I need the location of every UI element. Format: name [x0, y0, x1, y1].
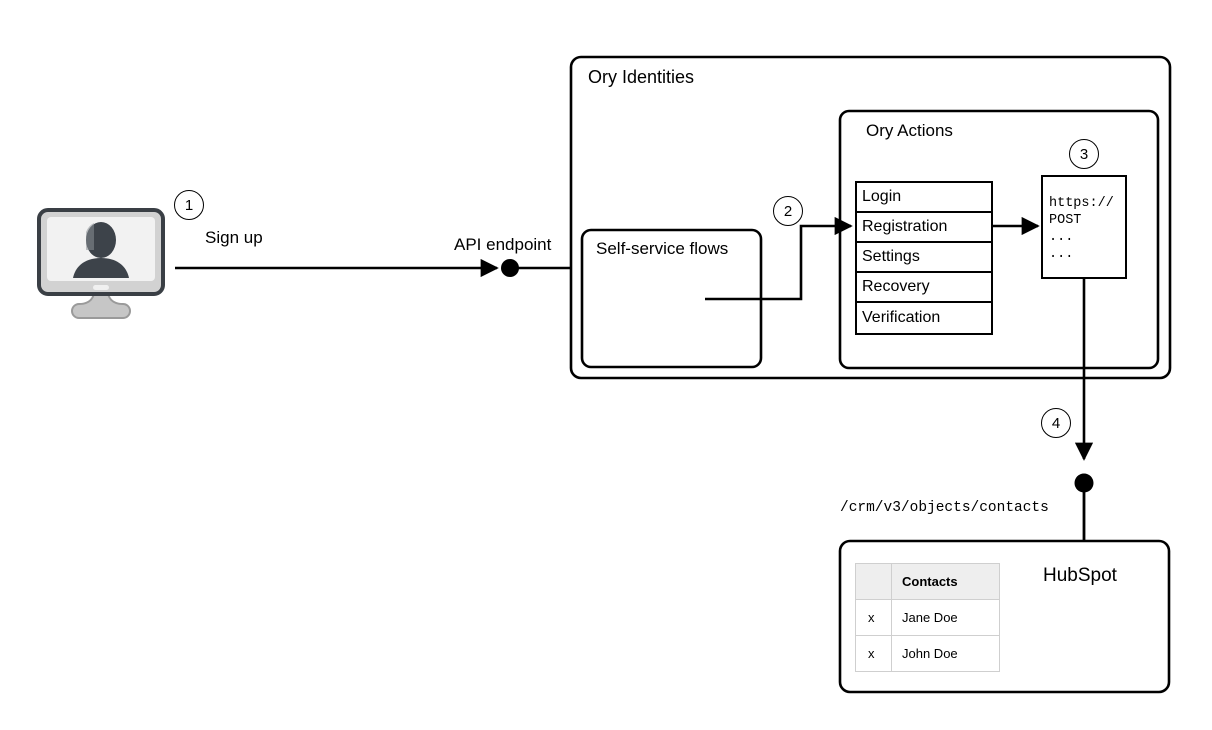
- step-badge-2: 2: [773, 196, 803, 226]
- label-self-service-flows: Self-service flows: [596, 239, 729, 258]
- hubspot-contacts-table: Contacts x Jane Doe x John Doe: [855, 563, 1000, 672]
- label-sign-up: Sign up: [205, 228, 263, 247]
- step-badge-1: 1: [174, 190, 204, 220]
- flow-item-verification[interactable]: Verification: [862, 309, 941, 326]
- code-line-url: https://: [1049, 196, 1114, 211]
- row-mark: x: [855, 599, 892, 636]
- monitor-power-led-icon: [93, 285, 109, 290]
- label-ory-actions: Ory Actions: [866, 121, 953, 140]
- api-endpoint-dot: [501, 259, 519, 277]
- ory-actions-flow-list: Login Registration Settings Recovery Ver…: [855, 181, 993, 335]
- monitor-user-icon: [37, 208, 165, 322]
- avatar-highlight-icon: [86, 223, 94, 250]
- code-line-method: POST: [1049, 213, 1082, 228]
- table-header-row: Contacts: [855, 563, 1000, 600]
- row-contact-name: Jane Doe: [891, 599, 1000, 636]
- table-row[interactable]: x John Doe: [855, 635, 1000, 672]
- label-ory-identities: Ory Identities: [588, 67, 695, 87]
- flow-item-registration[interactable]: Registration: [857, 213, 991, 243]
- code-line-ellipsis-1: ...: [1049, 230, 1074, 245]
- flow-item-recovery[interactable]: Recovery: [857, 273, 991, 303]
- row-mark: x: [855, 635, 892, 672]
- connector-flows-to-registration: [705, 216, 853, 301]
- table-header-blank: [855, 563, 892, 600]
- webhook-code-box: https:// POST ... ...: [1041, 175, 1127, 279]
- label-api-endpoint: API endpoint: [454, 235, 552, 254]
- step-badge-4: 4: [1041, 408, 1071, 438]
- label-crm-endpoint-path: /crm/v3/objects/contacts: [840, 500, 1049, 516]
- code-line-ellipsis-2: ...: [1049, 247, 1074, 262]
- flow-item-settings[interactable]: Settings: [857, 243, 991, 273]
- label-hubspot: HubSpot: [1043, 565, 1117, 586]
- flow-item-login[interactable]: Login: [857, 183, 991, 213]
- table-header-contacts: Contacts: [891, 563, 1000, 600]
- row-contact-name: John Doe: [891, 635, 1000, 672]
- table-row[interactable]: x Jane Doe: [855, 599, 1000, 636]
- step-badge-3: 3: [1069, 139, 1099, 169]
